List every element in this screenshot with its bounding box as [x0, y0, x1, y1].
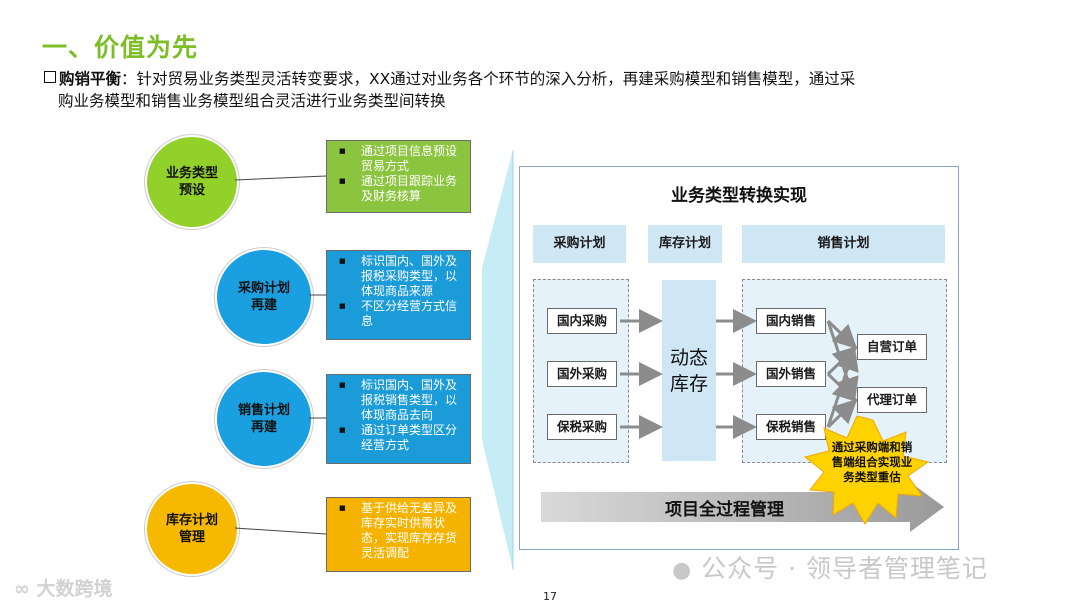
circle-business-type-preset: 业务类型预设	[145, 135, 239, 229]
box-business-type: 通过项目信息预设贸易方式 通过项目跟踪业务及财务核算	[326, 140, 471, 213]
circle-label: 业务类型	[165, 166, 218, 181]
watermark-text: 公众号 · 领导者管理笔记	[701, 554, 988, 583]
panel-title: 业务类型转换实现	[671, 186, 807, 206]
item-foreign-sales: 国外销售	[756, 361, 826, 387]
intro-lead: 购销平衡	[59, 70, 122, 88]
circle-label: 再建	[250, 420, 277, 435]
item-bonded-sales: 保税销售	[756, 414, 826, 440]
circle-label: 管理	[178, 530, 205, 545]
burst-label: 通过采购端和销售端组合实现业务类型重估	[831, 440, 913, 484]
starburst-icon	[803, 415, 930, 525]
intro-text: 购销平衡：针对贸易业务类型灵活转变要求，XX通过对业务各个环节的深入分析，再建采…	[44, 68, 1004, 112]
item-bonded-purchase: 保税采购	[547, 414, 617, 440]
bullet-item: 标识国内、国外及报税销售类型，以体现商品去向	[339, 378, 466, 423]
dynamic-inventory: 动态库存	[662, 280, 716, 461]
intro-line1: ：针对贸易业务类型灵活转变要求，XX通过对业务各个环节的深入分析，再建采购模型和…	[121, 70, 856, 88]
project-label: 项目全过程管理	[665, 500, 784, 520]
expand-funnel	[482, 150, 513, 570]
page-number: 17	[543, 590, 557, 603]
bullet-item: 基于供给无差异及库存实时供需状态，实现库存存货灵活调配	[339, 501, 466, 561]
watermark-text: 大数跨境	[36, 578, 113, 600]
dynamic-inventory-label: 动态	[669, 346, 708, 369]
page-title: 一、价值为先	[42, 33, 199, 62]
bullet-item: 不区分经营方式信息	[339, 299, 466, 329]
item-self-operated-order: 自营订单	[857, 334, 927, 360]
intro-line2: 购业务模型和销售业务模型组合灵活进行业务类型间转换	[58, 92, 446, 110]
dynamic-inventory-label: 库存	[669, 372, 708, 395]
item-domestic-purchase: 国内采购	[547, 308, 617, 334]
circle-inventory-plan-manage: 库存计划管理	[145, 482, 239, 576]
flow-arrows	[620, 309, 859, 439]
circle-purchase-plan-rebuild: 采购计划再建	[215, 248, 313, 346]
box-inventory-plan: 基于供给无差异及库存实时供需状态，实现库存存货灵活调配	[326, 497, 471, 572]
connector-line	[234, 175, 327, 181]
logo-icon: ∞	[14, 578, 30, 600]
circle-label: 再建	[250, 298, 277, 313]
circle-label: 采购计划	[237, 281, 290, 296]
checkbox-bullet-icon	[44, 71, 56, 83]
bullet-item: 通过项目跟踪业务及财务核算	[339, 174, 466, 204]
bullet-item: 通过订单类型区分经营方式	[339, 423, 466, 453]
bullet-item: 标识国内、国外及报税采购类型，以体现商品来源	[339, 254, 466, 299]
circle-label: 库存计划	[165, 513, 218, 528]
header-inventory-plan: 库存计划	[648, 225, 722, 263]
circle-label: 销售计划	[237, 403, 290, 418]
circle-label: 预设	[178, 183, 205, 198]
wechat-icon: ●	[672, 558, 693, 583]
watermark-right: ● 公众号 · 领导者管理笔记	[672, 549, 988, 585]
circle-sales-plan-rebuild: 销售计划再建	[215, 370, 313, 468]
header-sales-plan: 销售计划	[742, 225, 945, 263]
header-purchase-plan: 采购计划	[533, 225, 626, 263]
bullet-item: 通过项目信息预设贸易方式	[339, 144, 466, 174]
box-sales-plan: 标识国内、国外及报税销售类型，以体现商品去向 通过订单类型区分经营方式	[326, 374, 471, 464]
item-foreign-purchase: 国外采购	[547, 361, 617, 387]
connector-line	[234, 527, 327, 535]
arrow-right-icon	[826, 398, 858, 429]
item-domestic-sales: 国内销售	[756, 308, 826, 334]
watermark-left: ∞ 大数跨境	[14, 574, 112, 601]
arrow-right-icon	[826, 319, 858, 350]
box-purchase-plan: 标识国内、国外及报税采购类型，以体现商品来源 不区分经营方式信息	[326, 250, 471, 340]
